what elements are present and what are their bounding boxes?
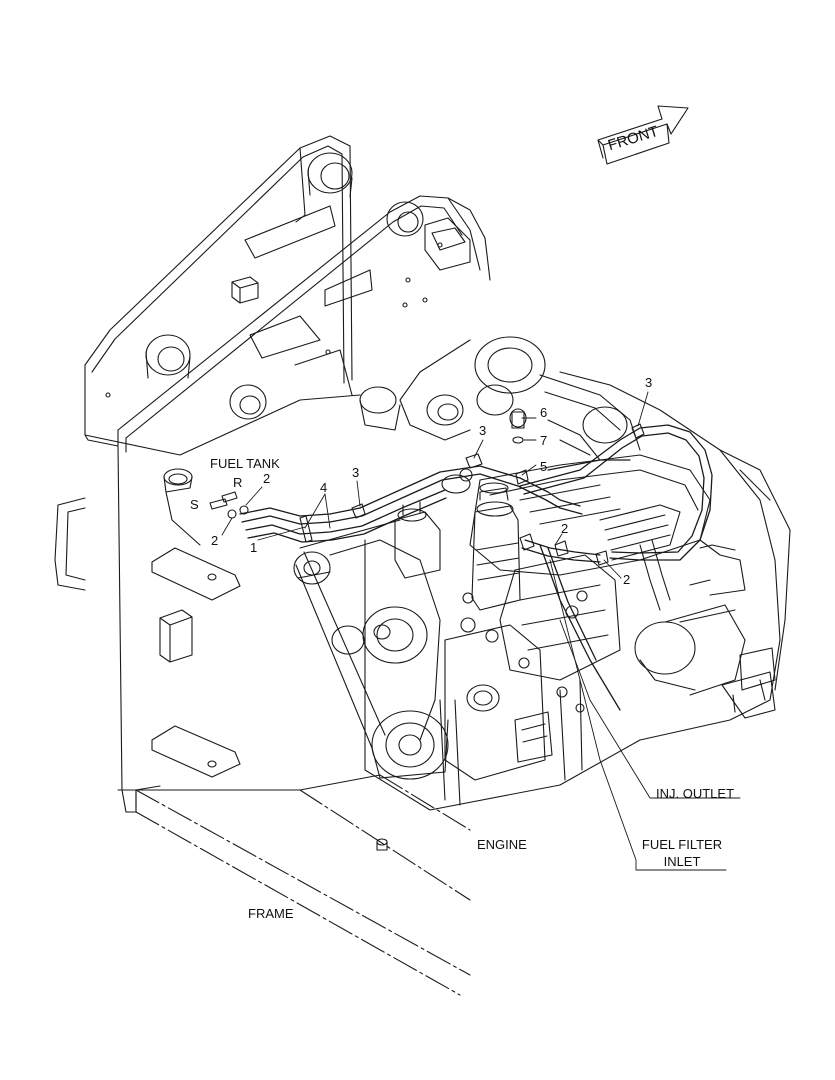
callout-2-pump-upper: 2 [561, 521, 569, 536]
callout-3-left: 3 [352, 465, 360, 480]
supply-port-label: S [190, 497, 199, 512]
leader-lines [221, 391, 741, 871]
frame-base [117, 774, 388, 851]
fuel-filter-inlet-line1: FUEL FILTER [641, 837, 723, 852]
return-port-label: R [233, 475, 243, 490]
callout-4: 4 [320, 480, 328, 495]
callout-2-tank-bottom: 2 [211, 533, 219, 548]
fuel-hoses [239, 424, 713, 711]
callout-3-right: 3 [645, 375, 653, 390]
callout-2-tank-top: 2 [263, 471, 271, 486]
callout-1: 1 [250, 540, 258, 555]
front-arrow-icon [597, 105, 689, 165]
machine-frame [54, 135, 491, 813]
callout-2-pump-lower: 2 [623, 572, 631, 587]
engine-label: ENGINE [477, 837, 527, 852]
inj-outlet-label: INJ. OUTLET [656, 786, 735, 801]
engine-block [293, 336, 791, 811]
callout-6: 6 [540, 405, 548, 420]
frame-rails [135, 774, 471, 996]
fuel-tank-label: FUEL TANK [210, 456, 280, 471]
callout-7: 7 [540, 433, 548, 448]
frame-label: FRAME [248, 906, 294, 921]
fuel-filter-inlet-line2: INLET [663, 854, 701, 869]
hose-clamps [299, 423, 645, 566]
callout-3-middle: 3 [479, 423, 487, 438]
tank-fittings [209, 491, 249, 519]
fuel-filter-inlet-label: FUEL FILTER INLET [634, 838, 730, 868]
callout-5: 5 [540, 459, 548, 474]
